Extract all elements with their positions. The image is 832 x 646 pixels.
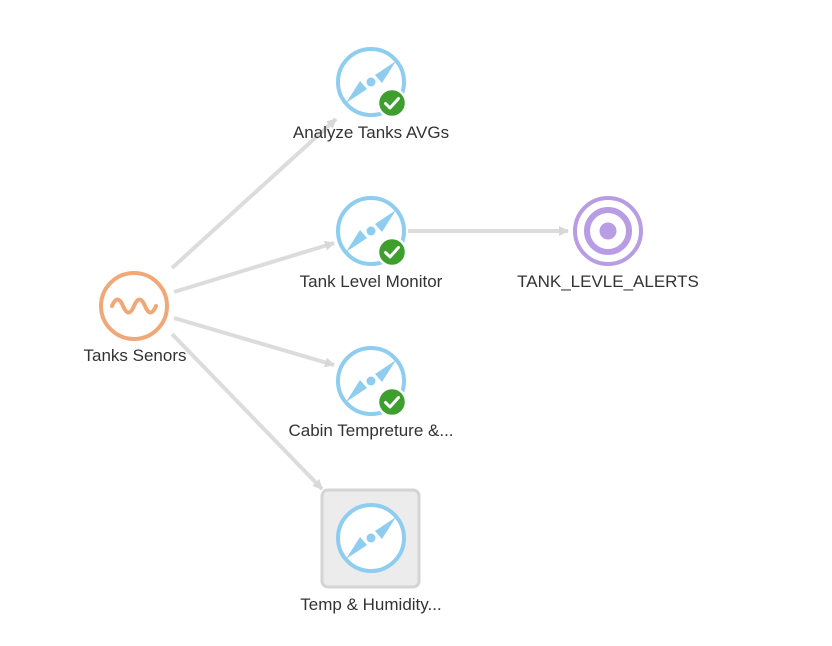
processor-node-label: Analyze Tanks AVGs	[293, 123, 449, 142]
edge-sensors-to-cabin-temp[interactable]	[173, 316, 335, 368]
check-icon	[376, 386, 408, 418]
source-node-tanks-sensors[interactable]: Tanks Senors	[84, 271, 187, 365]
processor-node-label: Cabin Tempreture &...	[288, 421, 453, 440]
edge-sensors-to-level-monitor[interactable]	[173, 240, 335, 294]
processor-node-tank-level-monitor[interactable]: Tank Level Monitor	[300, 196, 443, 291]
edge-sensors-to-analyze[interactable]	[170, 117, 338, 270]
processor-node-temp-humidity[interactable]: Temp & Humidity...	[300, 488, 442, 614]
processor-node-label: Tank Level Monitor	[300, 272, 443, 291]
sensor-wave-icon	[99, 271, 169, 341]
compass-icon	[336, 503, 406, 573]
processor-node-cabin-temperature[interactable]: Cabin Tempreture &...	[288, 346, 454, 440]
target-icon	[573, 196, 643, 266]
check-icon	[376, 236, 408, 268]
output-node-label: TANK_LEVLE_ALERTS	[517, 272, 699, 291]
check-icon	[376, 87, 408, 119]
processor-node-analyze-tanks[interactable]: Analyze Tanks AVGs	[293, 47, 449, 142]
source-node-label: Tanks Senors	[84, 346, 187, 365]
output-node-tank-level-alerts[interactable]: TANK_LEVLE_ALERTS	[517, 196, 699, 291]
connections	[170, 117, 569, 491]
edge-sensors-to-temp-humidity[interactable]	[170, 332, 324, 491]
processor-node-label: Temp & Humidity...	[300, 595, 441, 614]
